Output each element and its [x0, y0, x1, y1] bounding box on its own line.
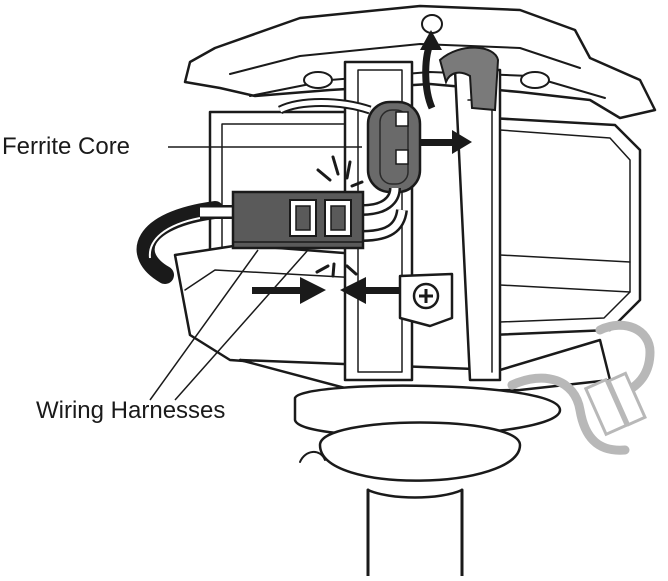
screw-icon [398, 272, 454, 328]
strap [438, 46, 500, 112]
push-arrow-icon [252, 277, 410, 304]
connector-wires [200, 187, 408, 242]
snap-click-icon [315, 262, 358, 278]
downrod-collar [293, 384, 562, 578]
label-wiring-harnesses: Wiring Harnesses [36, 397, 226, 424]
grey-wire-harness [507, 320, 655, 455]
label-ferrite-core: Ferrite Core [2, 133, 131, 160]
motor-housing-right [488, 116, 642, 337]
callout-leaders [149, 146, 362, 401]
push-arrow-icon [420, 130, 472, 154]
black-cable [136, 201, 224, 284]
rotate-arrow-icon [420, 30, 442, 110]
snap-click-icon [316, 155, 364, 188]
mounting-plate [183, 4, 657, 120]
top-wire-bundle [277, 98, 372, 115]
harness-connector [231, 190, 365, 250]
ferrite-core [366, 100, 422, 194]
